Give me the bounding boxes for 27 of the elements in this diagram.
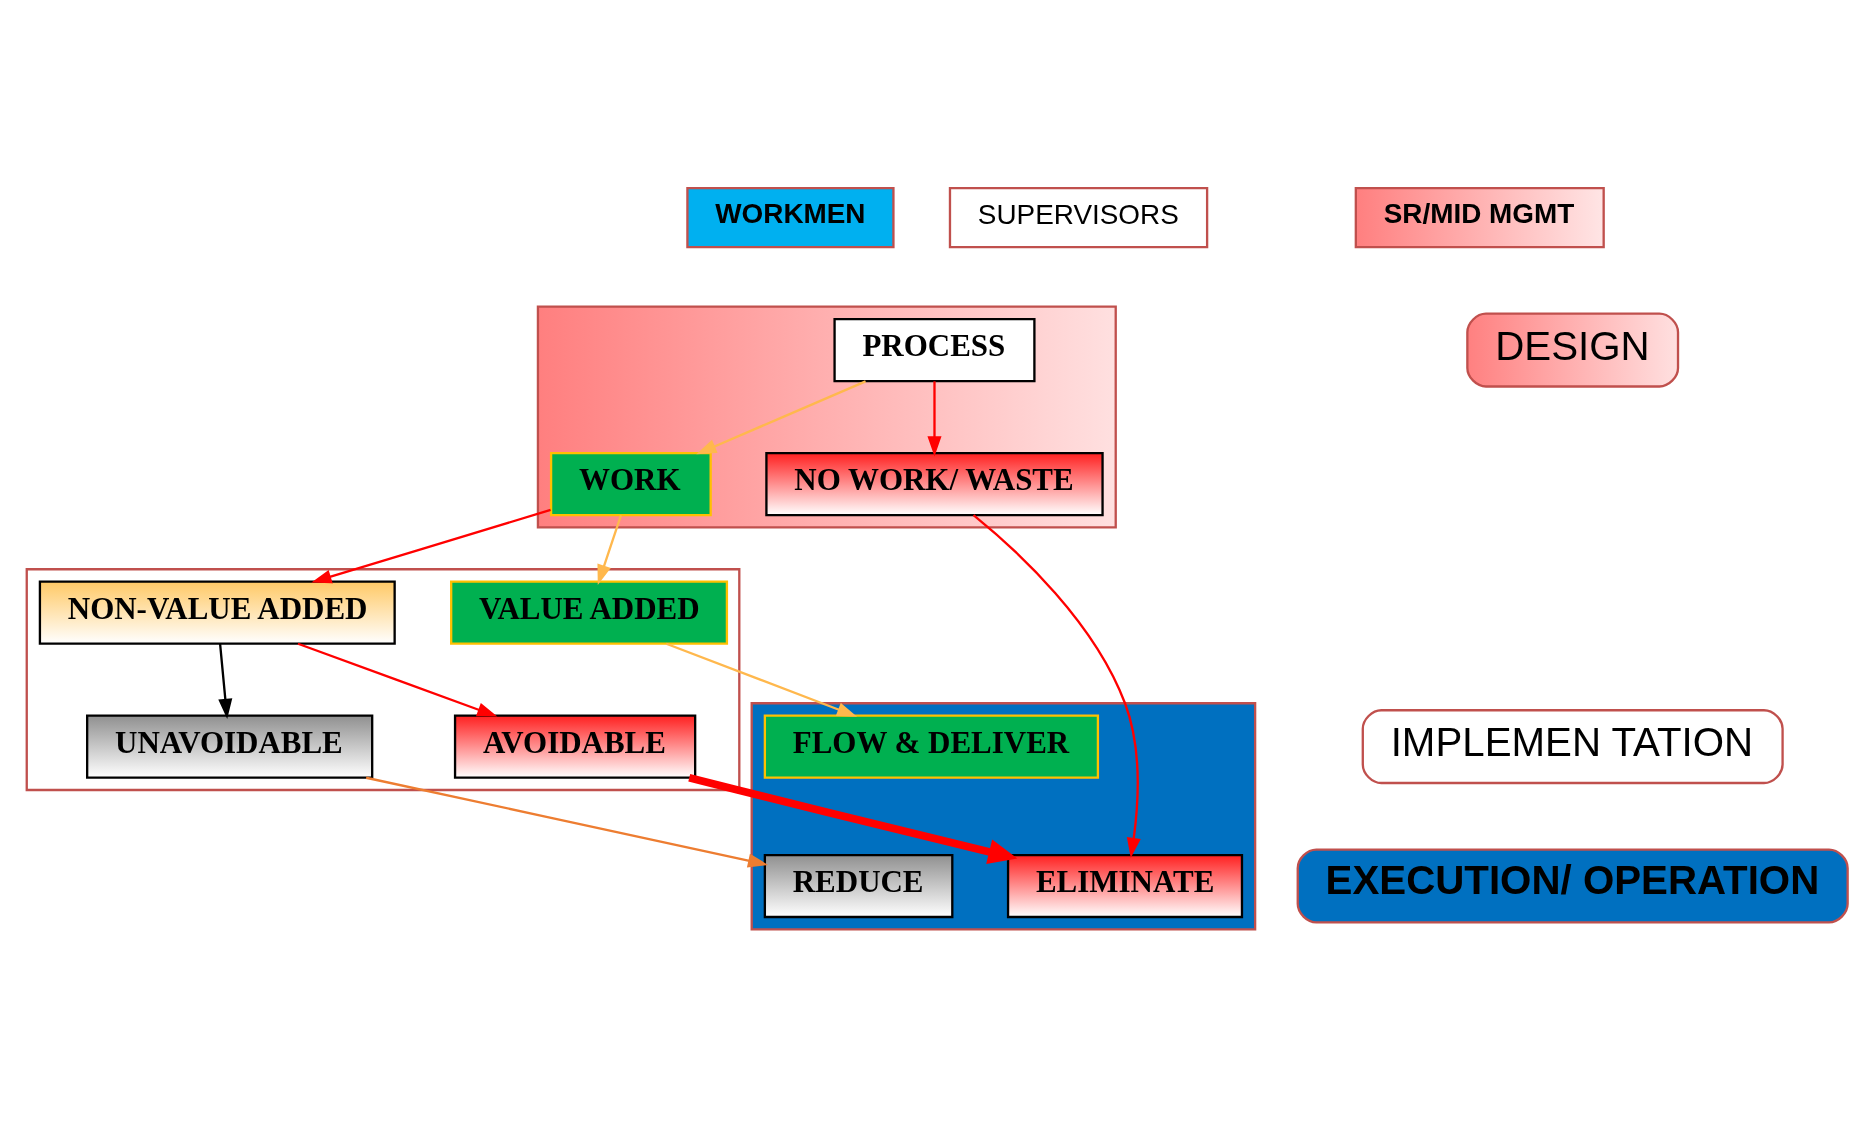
node-box: UNAVOIDABLE [86,714,374,779]
node-box: PROCESS [833,317,1036,382]
node-box: SUPERVISORS [948,186,1209,248]
node-box: ELIMINATE [1006,853,1244,918]
node-box: WORK [549,451,712,516]
arrow [218,643,233,719]
node-box: SR/MID MGMT [1354,186,1605,248]
arrow [597,514,623,585]
arrow [688,773,1018,864]
arrow [665,642,858,717]
node-box: REDUCE [763,853,954,918]
node-box: NON-VALUE ADDED [38,580,396,645]
arrow [696,379,867,454]
cluster [536,305,1117,529]
arrow [311,508,551,583]
node-box: FLOW & DELIVER [763,714,1100,779]
node-box: VALUE ADDED [450,580,729,645]
node-box: WORKMEN [686,186,895,248]
arrow [297,642,498,717]
arrow [365,776,769,867]
arrow [927,380,942,456]
node-box: NO WORK/ WASTE [765,451,1104,516]
node-box: AVOIDABLE [453,714,697,779]
node-box: IMPLEMEN TATION [1361,708,1784,784]
arrow [972,513,1141,858]
node-box: DESIGN [1466,312,1680,388]
node-box: EXECUTION/ OPERATION [1296,848,1849,924]
